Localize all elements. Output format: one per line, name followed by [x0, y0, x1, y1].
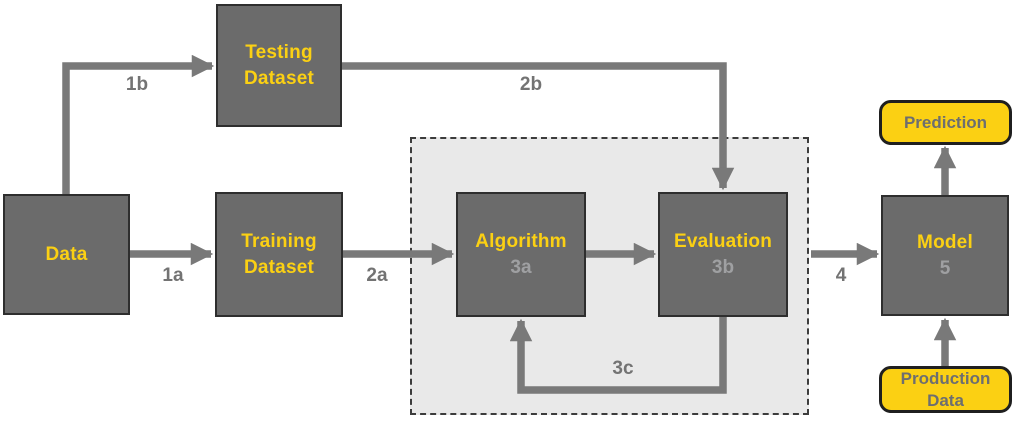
edge-label-1a: 1a — [162, 265, 184, 286]
arrow-evaluation-to-algorithm-loop — [509, 316, 727, 394]
node-training-dataset: Training Dataset — [215, 192, 343, 317]
node-data-label: Data — [45, 243, 88, 265]
node-model-step: 5 — [939, 257, 951, 279]
edge-label-2b: 2b — [519, 74, 543, 95]
edge-label-4: 4 — [835, 265, 847, 286]
node-production-data-line2: Data — [927, 390, 964, 410]
edge-label-2a: 2a — [366, 265, 388, 286]
node-model-label: Model — [917, 232, 973, 254]
node-algorithm-label: Algorithm — [475, 231, 567, 253]
node-testing-dataset-line1: Testing — [245, 42, 313, 64]
arrow-data-to-testing — [62, 54, 215, 194]
node-production-data: Production Data — [879, 366, 1012, 413]
arrow-testing-to-evaluation — [342, 62, 735, 191]
node-data: Data — [3, 194, 130, 315]
node-prediction: Prediction — [879, 100, 1012, 145]
node-evaluation: Evaluation 3b — [658, 192, 788, 317]
node-testing-dataset: Testing Dataset — [216, 4, 342, 127]
node-evaluation-label: Evaluation — [673, 231, 773, 253]
node-testing-dataset-line2: Dataset — [243, 67, 315, 89]
node-evaluation-step: 3b — [711, 256, 735, 278]
node-prediction-label: Prediction — [903, 112, 988, 132]
edge-label-3c: 3c — [612, 358, 634, 379]
node-training-dataset-line2: Dataset — [243, 256, 315, 278]
node-algorithm-step: 3a — [510, 256, 532, 278]
node-model: Model 5 — [881, 195, 1009, 316]
node-algorithm: Algorithm 3a — [456, 192, 586, 317]
node-production-data-line1: Production — [900, 369, 991, 389]
node-training-dataset-line1: Training — [241, 231, 317, 253]
edge-label-1b: 1b — [125, 74, 149, 95]
